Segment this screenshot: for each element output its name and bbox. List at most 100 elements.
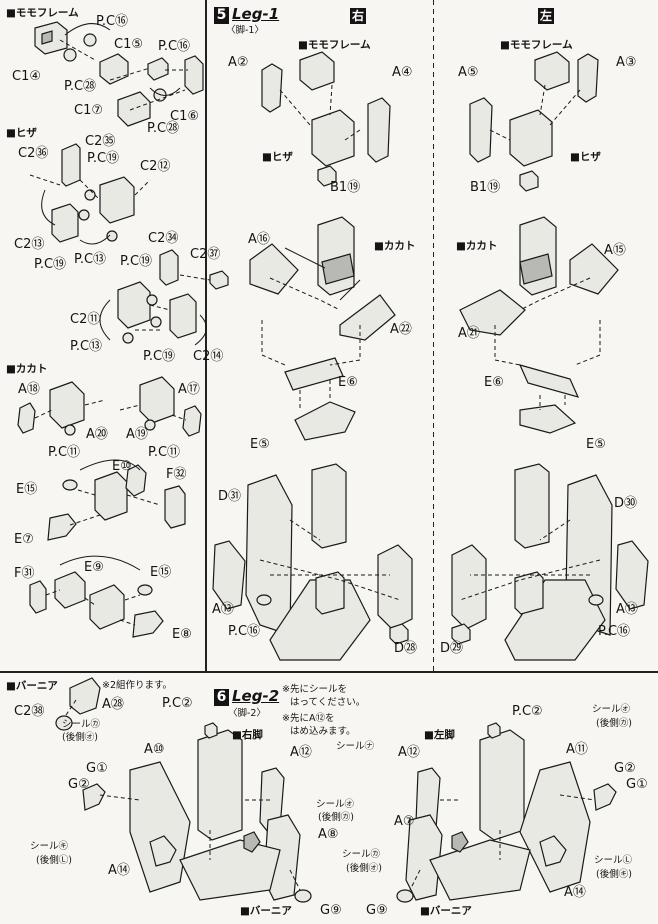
step5-left-side-badge: 左 bbox=[538, 8, 554, 24]
step6-seal-ki-1: シール㋖ bbox=[30, 841, 69, 852]
step5-label-b1-19-left: B1⑲ bbox=[470, 180, 501, 195]
part-label-a20: A⑳ bbox=[86, 427, 108, 442]
step6-seal-ka-center-1: シール㋕ bbox=[342, 849, 381, 860]
part-label-pc19-b: P.C⑲ bbox=[34, 257, 67, 272]
step5-label-a13-left: A⑬ bbox=[616, 602, 638, 617]
part-label-e9: E⑨ bbox=[84, 560, 104, 575]
part-label-a19: A⑲ bbox=[126, 427, 148, 442]
step6-seal-o-left-2: (後側㋕) bbox=[596, 718, 632, 729]
step5-left-thigh-drawing bbox=[469, 51, 599, 192]
part-label-pc19-a: P.C⑲ bbox=[87, 151, 120, 166]
step6-label-g9-left: G⑨ bbox=[366, 903, 388, 918]
part-label-c2-14: C2⑭ bbox=[193, 349, 224, 364]
part-label-pc16-b: P.C⑯ bbox=[158, 39, 191, 54]
step5-label-a15: A⑮ bbox=[604, 243, 626, 258]
part-label-pc28-b: P.C㉘ bbox=[147, 121, 180, 136]
step6-seal-o-center-1: シール㋔ bbox=[316, 799, 355, 810]
bernia-note: ※2組作ります。 bbox=[102, 680, 173, 691]
horizontal-divider bbox=[0, 671, 658, 673]
part-label-f31: F㉛ bbox=[14, 566, 35, 581]
step6-seal-ka-right-2: (後側㋔) bbox=[62, 732, 98, 743]
step6-left-leg-drawing bbox=[396, 722, 617, 903]
step5-label-e5-left: E⑤ bbox=[586, 437, 606, 452]
step6-bernia-right-label: ■バーニア bbox=[240, 905, 292, 917]
part-label-a18: A⑱ bbox=[18, 382, 40, 397]
step6-seal-o-center-2: (後側㋕) bbox=[318, 812, 354, 823]
step6-seal-ka-right-1: シール㋕ bbox=[62, 719, 101, 730]
part-label-c1-7: C1⑦ bbox=[74, 103, 104, 118]
step6-seal-l-1: シールⓁ bbox=[594, 855, 633, 866]
step6-seal-ki-2: (後側Ⓛ) bbox=[36, 855, 72, 866]
step5-label-b1-19-right: B1⑲ bbox=[330, 180, 361, 195]
part-label-c2-37: C2㊲ bbox=[190, 247, 221, 262]
step5-label-e5-right: E⑤ bbox=[250, 437, 270, 452]
step6-bernia-left-label: ■バーニア bbox=[420, 905, 472, 917]
hiza-parts-drawing bbox=[29, 143, 229, 346]
step5-right-thigh-drawing bbox=[261, 51, 391, 187]
step5-label-d31: D㉛ bbox=[218, 489, 242, 504]
part-label-f32: F㉜ bbox=[166, 467, 187, 482]
step6-label-g1-right: G① bbox=[86, 761, 108, 776]
section-hiza-label: ■ヒザ bbox=[6, 127, 37, 139]
part-label-pc11-a: P.C⑪ bbox=[48, 445, 81, 460]
step6-label-pc2-right: P.C② bbox=[162, 696, 193, 711]
lower-leg-parts-drawing bbox=[29, 459, 186, 638]
step5-title: Leg-1 bbox=[232, 5, 280, 23]
step6-label-g9-right: G⑨ bbox=[320, 903, 342, 918]
step5-hiza-right-label: ■ヒザ bbox=[262, 151, 293, 163]
step6-title: Leg-2 bbox=[232, 687, 280, 705]
step5-right-lower-leg-drawing bbox=[212, 463, 413, 661]
part-label-pc28-a: P.C㉘ bbox=[64, 79, 97, 94]
step5-label-a13-right: A⑬ bbox=[212, 602, 234, 617]
part-label-c2-34: C2㉞ bbox=[148, 231, 179, 246]
step5-label-a5: A⑤ bbox=[458, 65, 479, 80]
step5-label-d29: D㉙ bbox=[440, 641, 464, 656]
step6-note-a12-line1: ※先にA⑫を bbox=[282, 713, 335, 724]
step6-note-a12-line2: はめ込みます。 bbox=[290, 726, 356, 737]
step6-note-seal-line2: はってください。 bbox=[290, 697, 366, 708]
part-label-pc13-b: P.C⑬ bbox=[70, 339, 103, 354]
step5-label-pc16-right: P.C⑯ bbox=[228, 624, 261, 639]
part-label-c1-5: C1⑤ bbox=[114, 37, 144, 52]
vertical-divider-left bbox=[205, 0, 207, 672]
step6-hidari-ashi-label: ■左脚 bbox=[424, 729, 455, 741]
step5-left-lower-leg-drawing bbox=[451, 463, 649, 661]
step6-migi-ashi-label: ■右脚 bbox=[232, 729, 263, 741]
step6-label-g1-left: G① bbox=[626, 777, 648, 792]
step5-subtitle: 〈脚-1〉 bbox=[226, 25, 264, 36]
step6-label-a11: A⑪ bbox=[566, 742, 588, 757]
step5-kakato-right-label: ■カカト bbox=[374, 240, 416, 252]
step5-label-a2: A② bbox=[228, 55, 249, 70]
part-label-e7: E⑦ bbox=[14, 532, 34, 547]
momo-frame-parts-drawing bbox=[34, 21, 204, 127]
step6-right-leg-drawing bbox=[82, 722, 312, 903]
step6-label-a12-right: A⑫ bbox=[290, 745, 312, 760]
step6-label-a10: A⑩ bbox=[144, 742, 165, 757]
step5-number: 5 bbox=[214, 7, 229, 24]
part-label-pc16-a: P.C⑯ bbox=[96, 14, 129, 29]
bernia-label-a28: A㉘ bbox=[102, 697, 124, 712]
part-label-e15-b: E⑮ bbox=[150, 565, 172, 580]
step5-left-kakato-drawing bbox=[459, 216, 619, 434]
part-label-e15-a: E⑮ bbox=[16, 482, 38, 497]
step6-seal-l-2: (後側㋖) bbox=[596, 869, 632, 880]
step5-label-a22: A㉒ bbox=[390, 322, 412, 337]
step6-seal-o-left-1: シール㋔ bbox=[592, 704, 631, 715]
part-label-pc19-d: P.C⑲ bbox=[143, 349, 176, 364]
step6-subtitle: 〈脚-2〉 bbox=[228, 708, 266, 719]
part-label-pc19-c: P.C⑲ bbox=[120, 254, 153, 269]
section-kakato-label: ■カカト bbox=[6, 363, 48, 375]
step6-label-a14-right: A⑭ bbox=[108, 863, 130, 878]
part-label-c1-4: C1④ bbox=[12, 69, 42, 84]
step5-label-a3: A③ bbox=[616, 55, 637, 70]
step5-right-kakato-drawing bbox=[249, 216, 396, 441]
step5-kakato-left-label: ■カカト bbox=[456, 240, 498, 252]
step6-seal-na: シール㋤ bbox=[336, 741, 375, 752]
bernia-label-c2-38: C2㊳ bbox=[14, 704, 45, 719]
vertical-divider-center bbox=[433, 0, 434, 672]
step5-momo-left-label: ■モモフレーム bbox=[500, 39, 573, 51]
part-label-pc11-b: P.C⑪ bbox=[148, 445, 181, 460]
step6-note-seal-line1: ※先にシールを bbox=[282, 684, 347, 695]
